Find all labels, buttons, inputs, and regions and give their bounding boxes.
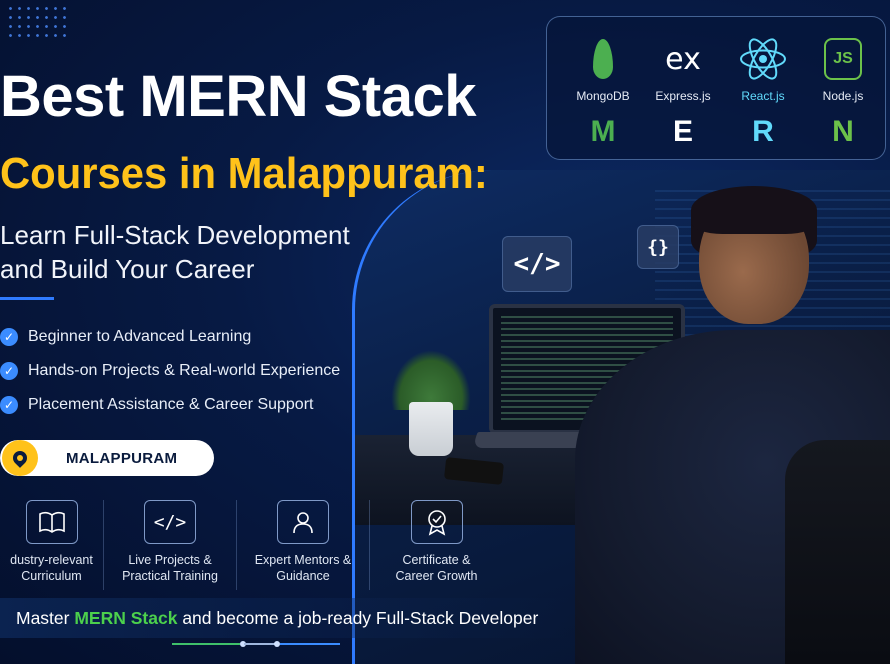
book-icon	[25, 500, 78, 544]
check-icon: ✓	[0, 362, 18, 380]
react-atom-icon	[738, 35, 788, 83]
nodejs-icon: JS	[824, 38, 862, 80]
footer-dot	[240, 641, 246, 647]
tech-name: MongoDB	[576, 89, 630, 103]
chair	[785, 440, 890, 664]
mongodb-leaf-icon	[593, 39, 613, 79]
location-badge: MALAPPURAM	[0, 440, 214, 476]
benefit-item: ✓ Placement Assistance & Career Support	[0, 388, 340, 422]
benefit-item: ✓ Beginner to Advanced Learning	[0, 320, 340, 354]
person-hair-top	[691, 186, 817, 234]
check-icon: ✓	[0, 396, 18, 414]
check-icon: ✓	[0, 328, 18, 346]
certificate-icon	[410, 500, 463, 544]
tech-name: Node.js	[822, 89, 864, 103]
plant-pot	[409, 402, 453, 456]
benefit-text: Hands-on Projects & Real-world Experienc…	[28, 362, 341, 379]
tech-letter: M	[590, 115, 616, 148]
footer-line	[172, 643, 240, 645]
footer-tagline: Master MERN Stack and become a job-ready…	[16, 608, 539, 628]
tech-node: JS Node.js N	[803, 35, 883, 149]
feature-text: Certificate &Career Growth	[395, 553, 478, 584]
feature-certificate: Certificate &Career Growth	[370, 500, 503, 590]
footer-bar	[0, 598, 570, 638]
express-icon: ex	[665, 41, 701, 77]
developer-photo	[352, 170, 890, 664]
feature-projects: </> Live Projects &Practical Training	[104, 500, 237, 590]
tech-letter: R	[752, 115, 774, 148]
feature-text: Live Projects &Practical Training	[122, 553, 218, 584]
footer-highlight: MERN Stack	[74, 608, 178, 628]
feature-text: Expert Mentors &Guidance	[254, 553, 352, 584]
footer-line	[280, 643, 340, 645]
tech-name: Express.js	[655, 89, 711, 103]
headline-title: Best MERN Stack	[0, 64, 476, 129]
benefit-list: ✓ Beginner to Advanced Learning ✓ Hands-…	[0, 320, 340, 422]
benefit-text: Beginner to Advanced Learning	[28, 328, 252, 345]
tech-letter: E	[672, 115, 693, 148]
headline-subtitle: Courses in Malappuram:	[0, 149, 488, 198]
mentor-icon	[277, 500, 329, 544]
code-tag-badge: </>	[502, 236, 572, 292]
benefit-item: ✓ Hands-on Projects & Real-world Experie…	[0, 354, 340, 388]
plant-icon	[391, 350, 471, 410]
footer-dot	[274, 641, 280, 647]
location-text: MALAPPURAM	[66, 449, 178, 467]
tech-react: React.js R	[723, 35, 803, 149]
tech-name: React.js	[741, 89, 785, 103]
tagline-line-1: Learn Full-Stack Development	[0, 220, 350, 250]
tech-mongodb: MongoDB M	[563, 35, 643, 149]
benefit-text: Placement Assistance & Career Support	[28, 396, 314, 413]
footer-line	[244, 643, 276, 645]
divider	[0, 297, 54, 300]
location-pin-icon	[2, 440, 38, 476]
tech-letter: N	[832, 115, 854, 148]
feature-mentors: Expert Mentors &Guidance	[237, 500, 370, 590]
code-icon: </>	[144, 500, 196, 544]
tech-stack-card: MongoDB M ex Express.js E React.js R JS …	[546, 16, 886, 160]
decorative-dots	[6, 4, 72, 38]
curly-brace-badge: {}	[637, 225, 679, 269]
tagline-line-2: and Build Your Career	[0, 254, 255, 284]
tech-express: ex Express.js E	[643, 35, 723, 149]
